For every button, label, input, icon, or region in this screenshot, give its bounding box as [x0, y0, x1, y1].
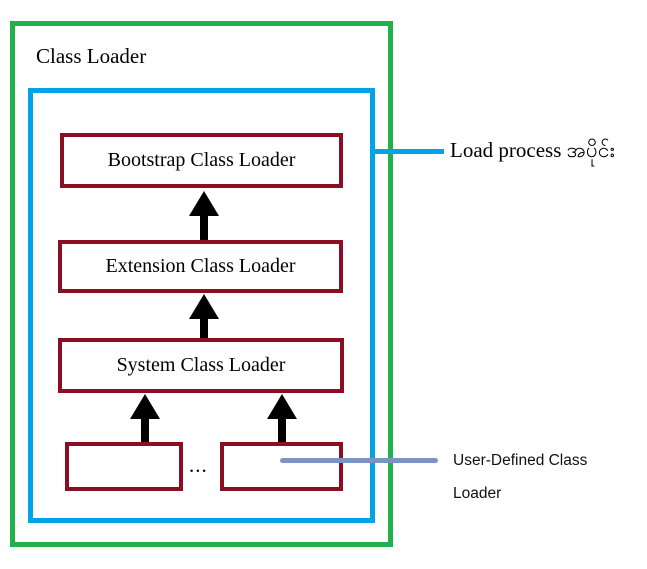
bootstrap-class-loader-label: Bootstrap Class Loader [107, 149, 296, 171]
arrow-shaft [278, 419, 286, 442]
ellipsis-between-user-boxes: ... [189, 453, 208, 477]
arrow-userbox-right-to-system [266, 394, 298, 442]
load-process-inner-frame [28, 88, 375, 523]
arrow-up-icon [189, 191, 219, 216]
user-defined-callout-line [280, 458, 438, 463]
class-loader-outer-frame [10, 21, 393, 547]
arrow-shaft [200, 319, 208, 338]
arrow-shaft [200, 216, 208, 240]
diagram-title: Class Loader [36, 44, 147, 68]
system-class-loader-box: System Class Loader [58, 338, 344, 393]
system-class-loader-label: System Class Loader [116, 354, 286, 376]
extension-class-loader-label: Extension Class Loader [105, 255, 296, 277]
arrow-system-to-extension [188, 294, 220, 338]
arrow-up-icon [189, 294, 219, 319]
arrow-userbox-left-to-system [129, 394, 161, 442]
arrow-up-icon [267, 394, 297, 419]
load-process-label: Load process အပိုင်း [450, 138, 615, 162]
arrow-up-icon [130, 394, 160, 419]
arrow-shaft [141, 419, 149, 442]
user-defined-loader-box-right [220, 442, 343, 491]
user-defined-loader-box-left [65, 442, 183, 491]
bootstrap-class-loader-box: Bootstrap Class Loader [60, 133, 343, 188]
extension-class-loader-box: Extension Class Loader [58, 240, 343, 293]
user-defined-class-loader-label: User-Defined Class Loader [453, 452, 588, 502]
arrow-extension-to-bootstrap [188, 191, 220, 240]
load-process-callout-line [370, 149, 444, 154]
